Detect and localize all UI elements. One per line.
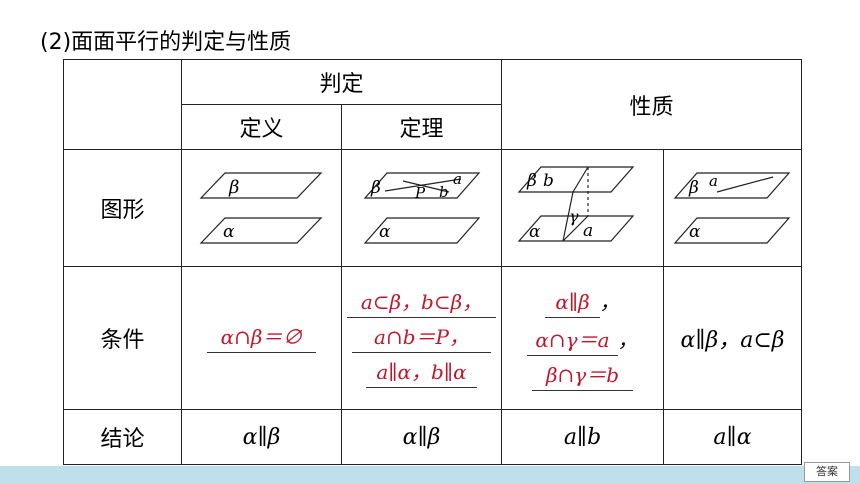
label-alpha: α [529, 222, 541, 242]
header-definition: 定义 [181, 104, 342, 150]
row-label-figure: 图形 [63, 149, 182, 267]
answer-prop1-line2: α∩γ＝a [527, 327, 618, 356]
label-beta: β [228, 177, 239, 198]
plane-alpha [673, 217, 790, 244]
figure-property-2: β a α [663, 149, 802, 267]
line-a [562, 215, 588, 242]
line-a [716, 176, 773, 193]
figure-prop2-svg: β a α [673, 172, 790, 244]
figure-property-1: β b γ α a [501, 149, 664, 267]
label-a: a [709, 172, 718, 190]
figure-def-svg: β α [199, 172, 322, 244]
label-b: b [439, 183, 449, 201]
line-b [402, 180, 449, 193]
label-alpha: α [223, 222, 235, 242]
conclusion-property-1: a∥b [501, 409, 664, 465]
answer-prop1-line3: β∩γ＝b [531, 362, 634, 391]
row-label-conclusion: 结论 [63, 409, 182, 465]
condition-definition: α∩β＝∅ [181, 266, 342, 410]
line-b [571, 166, 589, 193]
answer-button[interactable]: 答案 [804, 462, 850, 482]
plane-beta [673, 172, 790, 199]
condition-property-2: α∥β，a⊂β [663, 266, 802, 410]
plane-alpha [199, 217, 322, 244]
label-beta: β [370, 178, 381, 198]
plane-alpha [363, 217, 480, 244]
gamma-left-edge [561, 191, 574, 242]
section-title: (2)面面平行的判定与性质 [40, 30, 292, 55]
header-theorem: 定理 [341, 104, 502, 150]
line-a [384, 178, 461, 192]
label-b: b [543, 171, 554, 191]
label-a: a [583, 221, 593, 241]
plane-alpha [517, 215, 634, 242]
row-label-condition: 条件 [63, 266, 182, 410]
condition-property-1: α∥β， α∩γ＝a， β∩γ＝b [501, 266, 664, 410]
label-a: a [453, 170, 462, 188]
footer-bar [0, 466, 860, 484]
label-alpha: α [379, 222, 391, 242]
label-P: P [414, 184, 426, 202]
figure-theorem: β P b a α [341, 149, 502, 267]
conclusion-property-2: a∥α [663, 409, 802, 465]
answer-theorem-line2: a∩b＝P， [352, 324, 491, 353]
figure-thm-svg: β P b a α [363, 170, 480, 244]
header-property: 性质 [501, 59, 802, 150]
conclusion-definition: α∥β [181, 409, 342, 465]
label-beta: β [688, 178, 699, 198]
figure-prop1-svg: β b γ α a [517, 166, 634, 242]
plane-beta [363, 172, 480, 199]
parallel-planes-table: 判定 性质 定义 定理 图形 β α β P b a [63, 59, 802, 465]
label-beta: β [526, 171, 537, 191]
corner-cell [63, 59, 182, 150]
conclusion-theorem: α∥β [341, 409, 502, 465]
separator-comma-1: ， [599, 289, 620, 314]
figure-definition: β α [181, 149, 342, 267]
separator-comma-2: ， [617, 327, 638, 352]
answer-prop1-line1: α∥β [545, 289, 600, 318]
header-judge: 判定 [181, 59, 502, 105]
label-gamma: γ [569, 207, 579, 226]
label-alpha: α [689, 222, 701, 242]
plane-beta [199, 172, 322, 199]
condition-theorem: a⊂β，b⊂β， a∩b＝P， a∥α，b∥α [341, 266, 502, 410]
answer-theorem-line1: a⊂β，b⊂β， [346, 289, 497, 318]
plane-beta [517, 166, 634, 193]
answer-definition-condition: α∩β＝∅ [206, 324, 317, 353]
answer-theorem-line3: a∥α，b∥α [366, 359, 477, 388]
